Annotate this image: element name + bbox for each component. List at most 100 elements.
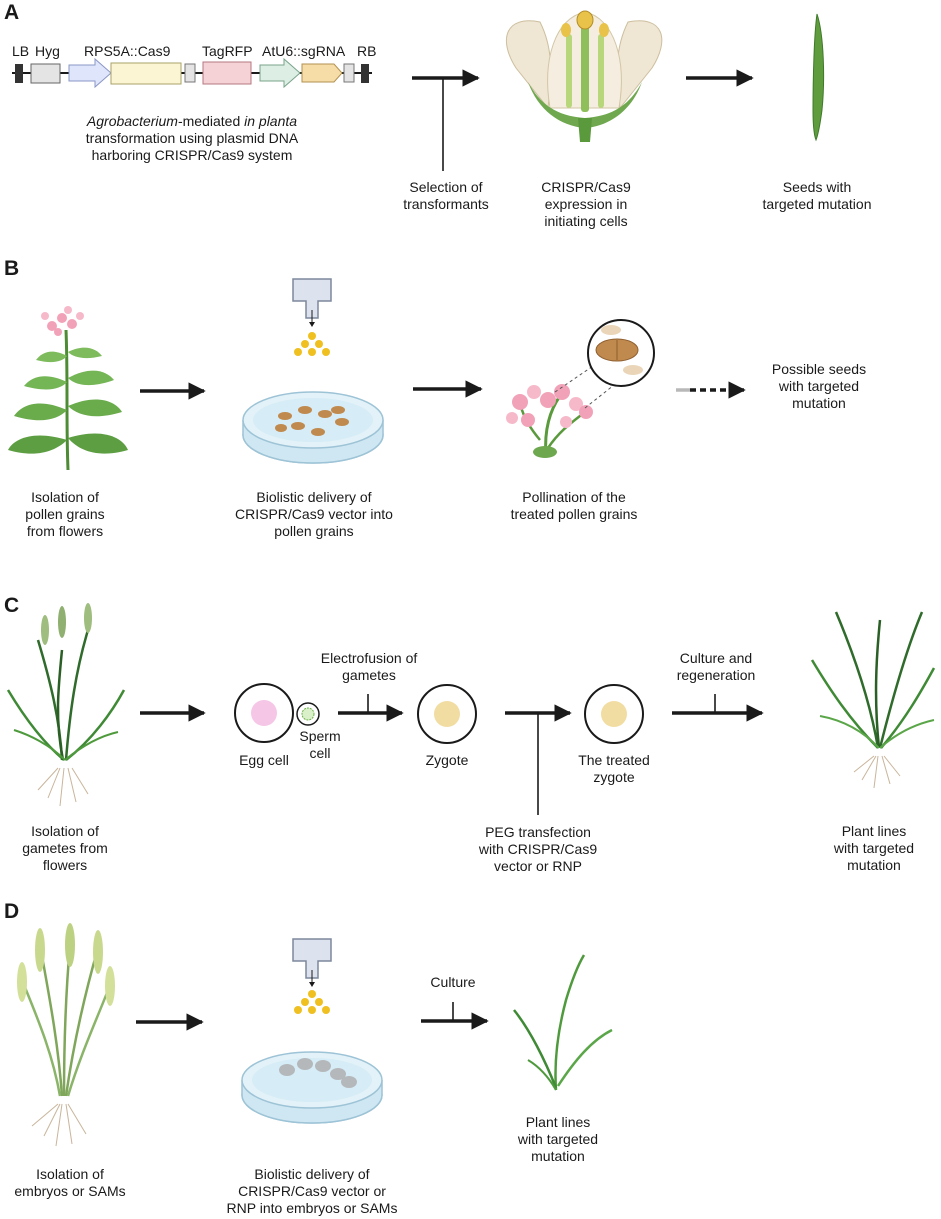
- construct-label-rps5a-cas9: RPS5A::Cas9: [84, 43, 171, 59]
- pollen-isolation-line2: pollen grains: [25, 506, 105, 522]
- pollination-caption: Pollination of the treated pollen grains: [494, 489, 654, 523]
- gametes-isolation-line2: gametes from: [22, 840, 108, 856]
- sperm-cell-line2: cell: [309, 745, 331, 761]
- biolistic-pollen-line2: CRISPR/Cas9 vector into: [235, 506, 393, 522]
- electrofusion-line1: Electrofusion of: [320, 650, 418, 666]
- transformation-caption-line3: harboring CRISPR/Cas9 system: [91, 147, 293, 163]
- seeds-caption-line2: targeted mutation: [762, 196, 872, 212]
- grass-plant-c: [6, 603, 126, 807]
- embryos-isolation-line1: Isolation of: [36, 1166, 104, 1182]
- treated-zygote-line1: The treated: [578, 752, 650, 768]
- pollen-isolation-line3: from flowers: [26, 523, 104, 539]
- electrofusion-line2: gametes: [342, 667, 396, 683]
- treated-zygote: [584, 684, 644, 744]
- biolistic-pollen-caption: Biolistic delivery of CRISPR/Cas9 vector…: [222, 489, 406, 540]
- expression-caption-line2: expression in: [544, 196, 628, 212]
- peg-line1: PEG transfection: [485, 824, 591, 840]
- mediated-text: -mediated: [177, 113, 245, 129]
- pollinated-flowers: [506, 384, 593, 458]
- seedling: [513, 954, 613, 1091]
- pollination-line1: Pollination of the: [522, 489, 626, 505]
- egg-cell: [234, 683, 294, 743]
- seeds-caption: Seeds with targeted mutation: [742, 179, 892, 213]
- possible-seeds-caption: Possible seeds with targeted mutation: [754, 361, 884, 412]
- arrow-d-culture: [421, 1002, 489, 1030]
- arrow-c-culture: [672, 694, 764, 722]
- egg-cell-label: Egg cell: [239, 752, 289, 768]
- construct-label-tagrfp: TagRFP: [202, 43, 253, 59]
- plant-lines-c-line1: Plant lines: [841, 823, 907, 839]
- construct-label-lb: LB: [12, 43, 30, 59]
- wheat-plant: [17, 923, 115, 1147]
- plant-lines-d-line2: with targeted: [517, 1131, 599, 1147]
- arrow-c-electrofusion: [338, 694, 404, 722]
- electrofusion-caption: Electrofusion of gametes: [304, 650, 434, 684]
- biolistic-pollen-line3: pollen grains: [274, 523, 354, 539]
- plant-lines-d-line1: Plant lines: [525, 1114, 591, 1130]
- treated-zygote-line2: zygote: [593, 769, 635, 785]
- grass-plant-c-result: [810, 611, 936, 789]
- transformation-caption: Agrobacterium-mediated in planta transfo…: [50, 113, 334, 164]
- plant-lines-c-line3: mutation: [847, 857, 901, 873]
- pollen-isolation-caption: Isolation of pollen grains from flowers: [8, 489, 122, 540]
- cas9-box: [110, 62, 182, 85]
- plant-lines-caption-c: Plant lines with targeted mutation: [812, 823, 936, 874]
- possible-seeds-line3: mutation: [792, 395, 846, 411]
- petri-dish-embryos: [241, 1051, 383, 1124]
- selection-caption-line1: Selection of: [409, 179, 483, 195]
- sperm-cell-line1: Sperm: [299, 728, 341, 744]
- construct-label-atu6-sgrna: AtU6::sgRNA: [262, 43, 346, 59]
- rps5a-promoter: [68, 57, 112, 89]
- treated-zygote-label: The treated zygote: [568, 752, 660, 786]
- expression-caption-line1: CRISPR/Cas9: [541, 179, 631, 195]
- peg-line3: vector or RNP: [494, 858, 582, 874]
- gametes-isolation-line3: flowers: [42, 857, 88, 873]
- biolistic-embryos-line2: CRISPR/Cas9 vector or: [238, 1183, 386, 1199]
- expression-caption-line3: initiating cells: [544, 213, 628, 229]
- biolistic-embryos-line1: Biolistic delivery of: [254, 1166, 370, 1182]
- flower-cross-section: [506, 10, 663, 142]
- pollination-line2: treated pollen grains: [510, 506, 638, 522]
- atu6-promoter: [259, 57, 301, 89]
- plant-lines-c-line2: with targeted: [833, 840, 915, 856]
- arrow-a-selection: [412, 69, 480, 171]
- lb-border: [15, 64, 23, 83]
- zygote-label: Zygote: [425, 752, 469, 768]
- culture-regeneration-caption: Culture and regeneration: [664, 650, 768, 684]
- transformation-caption-line2: transformation using plasmid DNA: [85, 130, 299, 146]
- biolistic-embryos-line3: RNP into embryos or SAMs: [226, 1200, 398, 1216]
- embryos-isolation-caption: Isolation of embryos or SAMs: [4, 1166, 136, 1200]
- seeds-caption-line1: Seeds with: [782, 179, 852, 195]
- gametes-isolation-caption: Isolation of gametes from flowers: [8, 823, 122, 874]
- sperm-cell-label: Sperm cell: [294, 728, 346, 762]
- gene-gun-d: [292, 938, 332, 1014]
- gametes-isolation-line1: Isolation of: [31, 823, 99, 839]
- embryos-isolation-line2: embryos or SAMs: [14, 1183, 126, 1199]
- petri-dish-pollen: [242, 391, 384, 464]
- possible-seeds-line2: with targeted: [778, 378, 860, 394]
- culture-caption-d: Culture: [430, 974, 476, 990]
- construct-label-hyg: Hyg: [35, 43, 60, 59]
- biolistic-embryos-caption: Biolistic delivery of CRISPR/Cas9 vector…: [210, 1166, 414, 1217]
- selection-caption-line2: transformants: [403, 196, 489, 212]
- rb-border: [361, 64, 369, 83]
- seed-pod: [812, 13, 825, 142]
- plant-lines-caption-d: Plant lines with targeted mutation: [496, 1114, 620, 1165]
- biolistic-pollen-line1: Biolistic delivery of: [256, 489, 372, 505]
- peg-transfection-caption: PEG transfection with CRISPR/Cas9 vector…: [470, 824, 606, 875]
- in-planta-text: in planta: [244, 113, 298, 129]
- pollen-isolation-line1: Isolation of: [31, 489, 99, 505]
- culture-regeneration-line2: regeneration: [676, 667, 756, 683]
- tagrfp-box: [202, 61, 252, 85]
- expression-caption: CRISPR/Cas9 expression in initiating cel…: [514, 179, 658, 230]
- terminator-1: [184, 63, 196, 83]
- sperm-cell: [296, 702, 320, 726]
- pollen-zoom: [554, 319, 655, 409]
- possible-seeds-line1: Possible seeds: [771, 361, 867, 377]
- zygote: [417, 684, 477, 744]
- selection-caption: Selection of transformants: [378, 179, 514, 213]
- terminator-2: [343, 63, 355, 83]
- arrow-c-peg: [505, 704, 572, 815]
- plant-lines-d-line3: mutation: [531, 1148, 585, 1164]
